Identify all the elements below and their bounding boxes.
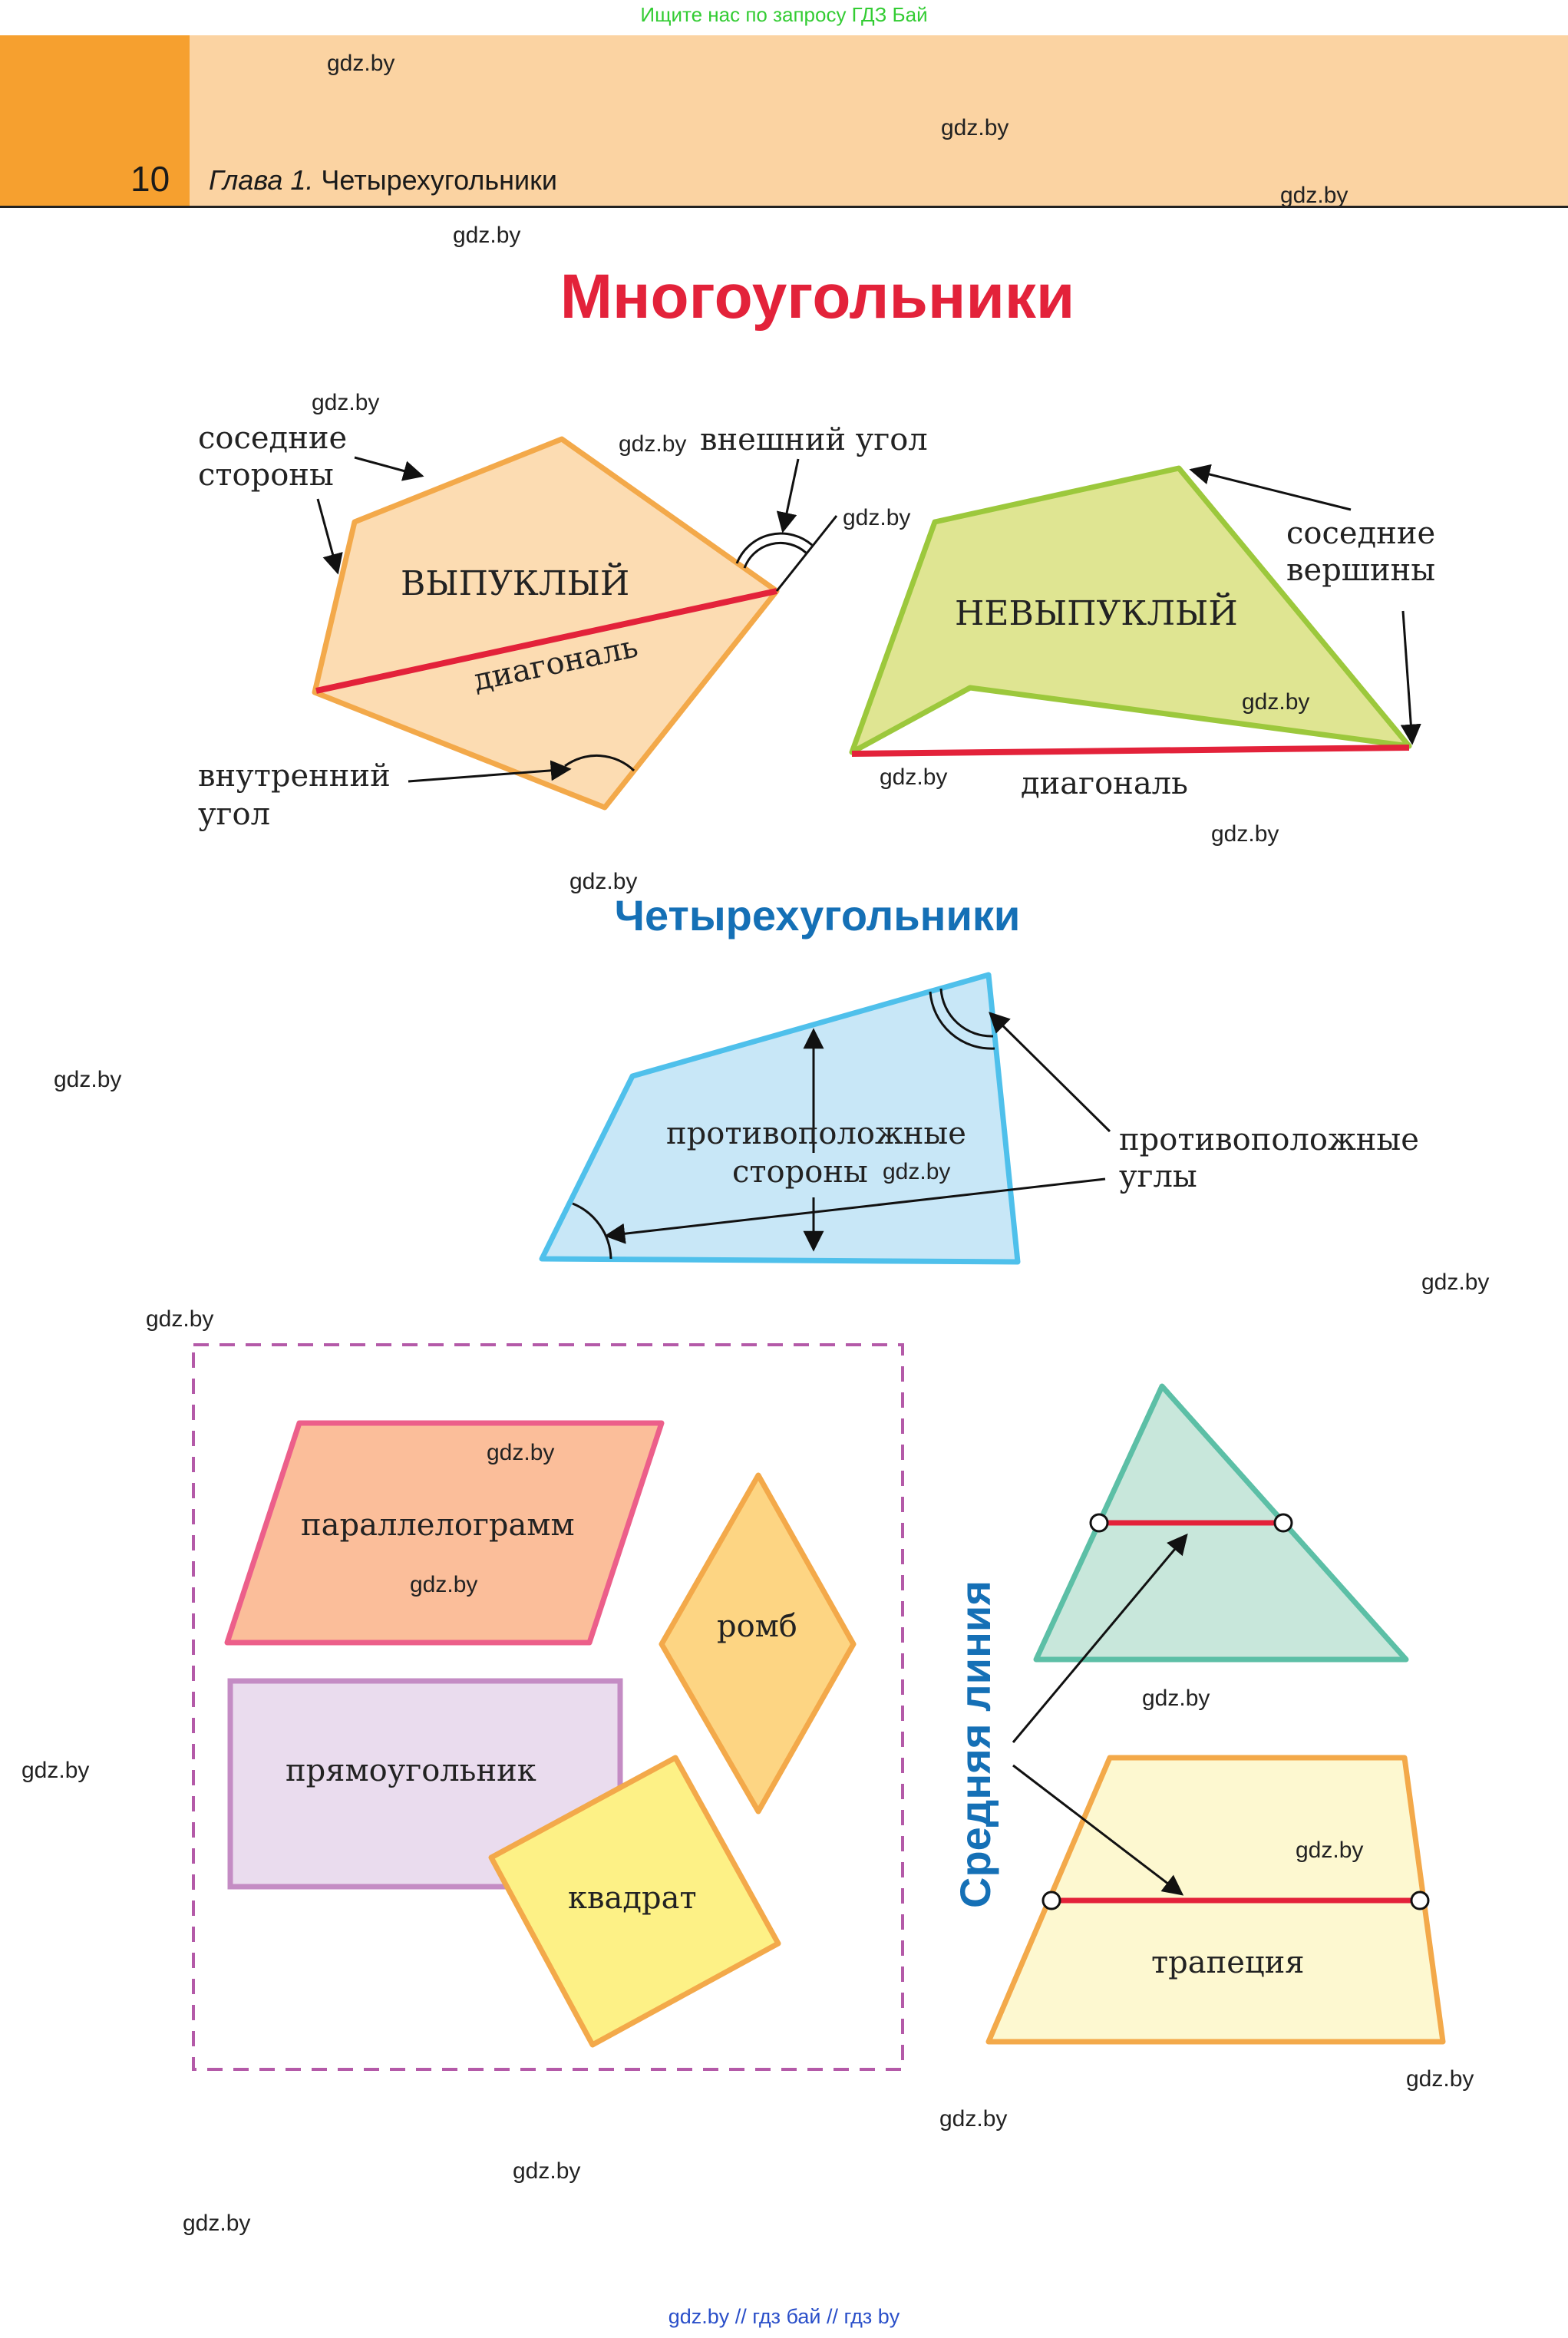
watermark: gdz.by	[54, 1067, 122, 1092]
header-chapter-block	[190, 35, 1568, 206]
watermark: gdz.by	[21, 1758, 90, 1783]
watermark: gdz.by	[1406, 2066, 1474, 2092]
dashed-frame	[192, 1343, 904, 2071]
header-page-number-block	[0, 35, 190, 206]
adjacent-sides-label-2: стороны	[198, 457, 334, 493]
parallelogram-shape	[224, 1420, 665, 1646]
nonconvex-polygon	[849, 465, 1412, 755]
chapter-prefix: Глава 1.	[209, 164, 314, 196]
watermark: gdz.by	[1242, 689, 1310, 715]
watermark: gdz.by	[941, 115, 1009, 140]
watermark: gdz.by	[619, 431, 687, 457]
nonconvex-diagonal-line	[851, 745, 1410, 757]
watermark: gdz.by	[487, 1440, 555, 1465]
nonconvex-label: НЕВЫПУКЛЫЙ	[955, 592, 1238, 633]
watermark: gdz.by	[1280, 183, 1348, 208]
watermark: gdz.by	[1421, 1270, 1490, 1295]
quadrilateral-types-figure: параллелограмм ромб прямоугольник квадра…	[192, 1343, 904, 2071]
square-label: квадрат	[568, 1881, 697, 1916]
section-title-polygons: Многоугольники	[560, 262, 1075, 332]
watermark: gdz.by	[1211, 821, 1279, 847]
rhombus-shape	[659, 1472, 857, 1815]
watermark: gdz.by	[1296, 1838, 1364, 1863]
opposite-angles-label-2: углы	[1119, 1159, 1197, 1194]
midline-figure: трапеция Средняя линия	[951, 1383, 1446, 2045]
watermark: gdz.by	[453, 223, 521, 248]
opposite-sides-label-1: противоположные	[666, 1116, 966, 1151]
rhombus-label: ромб	[717, 1609, 797, 1644]
opposite-sides-label-2: стороны	[732, 1154, 868, 1190]
quadrilateral-figure: противоположные стороны противоположные …	[539, 972, 1419, 1265]
watermark: gdz.by	[327, 51, 395, 76]
footer-links[interactable]: gdz.by // гдз бай // гдз by	[668, 2305, 900, 2328]
page-number: 10	[130, 159, 170, 199]
watermark: gdz.by	[183, 2211, 251, 2236]
convex-polygon	[312, 436, 780, 811]
watermark: gdz.by	[146, 1306, 214, 1332]
square-shape	[488, 1755, 781, 2048]
convex-label: ВЫПУКЛЫЙ	[401, 562, 629, 603]
parallelogram-label: параллелограмм	[301, 1507, 575, 1543]
adjacent-vertices-label-1: соседние	[1286, 516, 1435, 551]
watermark: gdz.by	[843, 505, 911, 530]
convex-diagonal-line	[315, 588, 777, 694]
quadrilateral	[539, 972, 1021, 1265]
watermark: gdz.by	[312, 390, 380, 415]
opposite-angles-label-1: противоположные	[1119, 1122, 1419, 1157]
watermark: gdz.by	[1142, 1686, 1210, 1711]
chapter-title: Четырехугольники	[321, 164, 558, 196]
rectangle-label: прямоугольник	[286, 1753, 536, 1788]
watermark: gdz.by	[569, 869, 638, 894]
header-divider	[0, 206, 1568, 208]
trapezoid-label: трапеция	[1151, 1945, 1305, 1980]
interior-angle-label-1: внутренний	[198, 758, 391, 794]
watermark: gdz.by	[880, 764, 948, 790]
convex-polygon-figure: ВЫПУКЛЫЙ диагональ соседние стороны внеш…	[198, 421, 928, 832]
midline-label: Средняя линия	[951, 1580, 999, 1908]
exterior-angle-label: внешний угол	[700, 422, 928, 457]
chapter-heading: Глава 1. Четырехугольники	[209, 164, 557, 196]
watermark: gdz.by	[883, 1159, 951, 1184]
watermark: gdz.by	[410, 1572, 478, 1597]
watermark: gdz.by	[939, 2106, 1008, 2132]
nonconvex-diagonal-label: диагональ	[1021, 766, 1188, 801]
top-banner: Ищите нас по запросу ГДЗ Бай	[640, 3, 928, 26]
nonconvex-polygon-figure: НЕВЫПУКЛЫЙ диагональ соседние вершины	[849, 464, 1435, 801]
section-title-quadrilaterals: Четырехугольники	[614, 891, 1021, 939]
adjacent-vertices-label-2: вершины	[1286, 553, 1435, 588]
interior-angle-label-2: угол	[198, 797, 270, 832]
watermark: gdz.by	[513, 2158, 581, 2184]
adjacent-sides-label-1: соседние	[198, 421, 347, 456]
